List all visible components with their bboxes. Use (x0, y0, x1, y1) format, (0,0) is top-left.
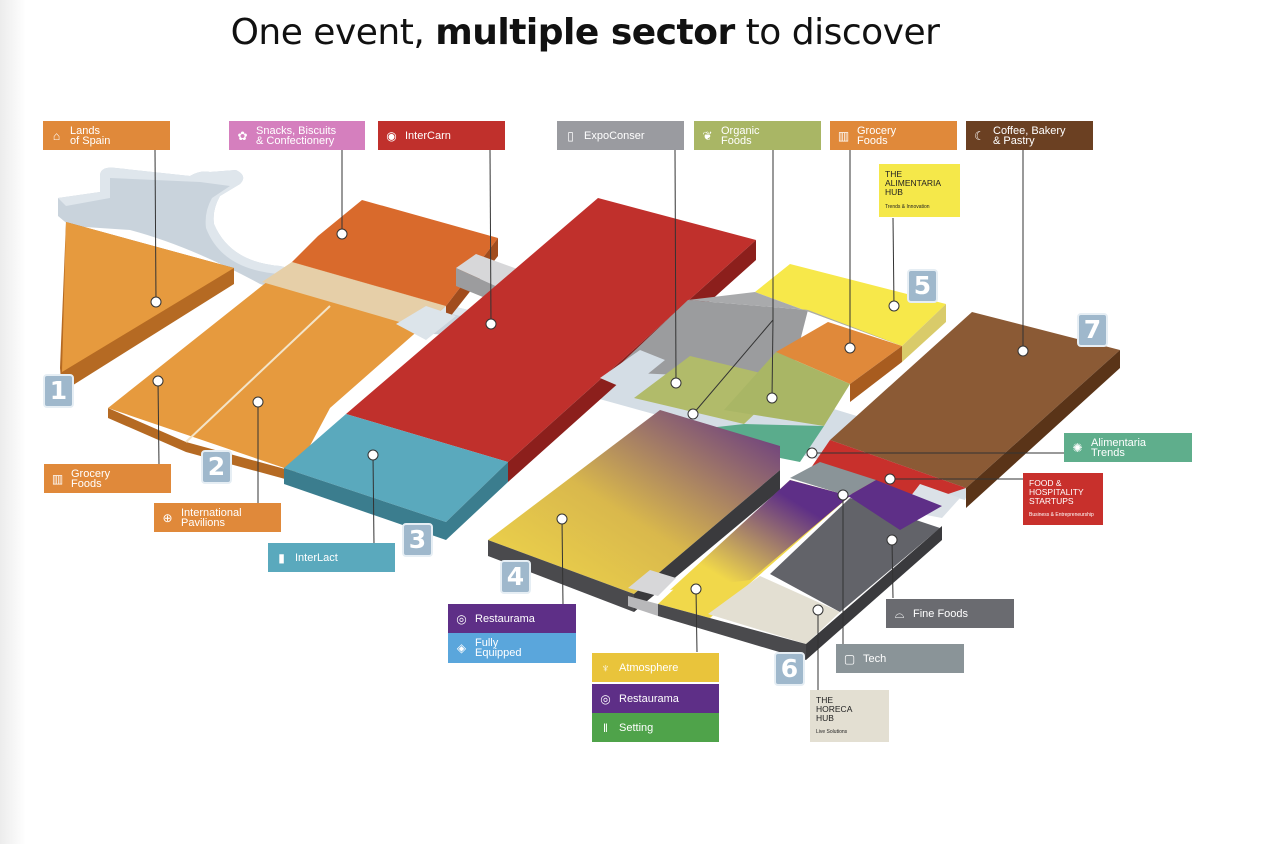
hall-badge-3: 3 (402, 523, 433, 557)
page-heading: One event, multiple sector to discover (0, 12, 1170, 53)
sector-organic-foods[interactable]: ❦ Organic Foods (694, 121, 821, 150)
sector-coffee-bakery[interactable]: ☾ Coffee, Bakery & Pastry (966, 121, 1093, 150)
croissant-icon: ☾ (974, 128, 985, 143)
card-food-hospitality-startups[interactable]: Food & Hospitality Startups Business & E… (1023, 473, 1103, 525)
sector-label: Coffee, Bakery & Pastry (993, 124, 1066, 147)
card-subtitle: Live Solutions (816, 729, 848, 735)
leaf-icon: ❦ (702, 128, 713, 143)
jar-icon: ▥ (51, 471, 64, 486)
card-subtitle: Trends & Innovation (885, 204, 930, 210)
card-subtitle: Business & Entrepreneurship (1029, 512, 1094, 518)
sector-label: Alimentaria Trends (1091, 436, 1147, 459)
sector-setting[interactable]: ǁ Setting (592, 713, 719, 742)
sector-expoconser[interactable]: ▯ ExpoConser (557, 121, 684, 150)
sector-label: International Pavilions (181, 506, 242, 529)
hall-badge-4: 4 (500, 560, 531, 594)
card-alimentaria-hub[interactable]: The Alimentaria Hub Trends & Innovation (879, 164, 960, 217)
cookie-icon: ✿ (237, 128, 248, 143)
sector-fine-foods[interactable]: ⌓ Fine Foods (886, 599, 1014, 628)
sector-label: InterCarn (405, 129, 451, 142)
sector-alimentaria-trends[interactable]: ✺ Alimentaria Trends (1064, 433, 1192, 462)
hall-6-block (628, 462, 942, 660)
card-title: The Alimentaria Hub (885, 169, 942, 197)
lamp-icon: ♆ (601, 660, 610, 675)
can-icon: ▯ (567, 128, 574, 143)
spain-map-icon: ⌂ (52, 128, 61, 143)
heading-prefix: One event, (230, 12, 436, 53)
card-title: Food & Hospitality Startups (1029, 478, 1084, 506)
sector-label: Fully Equipped (475, 637, 522, 659)
sector-atmosphere[interactable]: ♆ Atmosphere (592, 653, 719, 682)
cutlery-icon: ǁ (603, 720, 608, 735)
sector-interlact[interactable]: ▮ InterLact (268, 543, 395, 572)
connector-lines (154, 149, 1064, 691)
sunburst-icon: ✺ (1072, 440, 1083, 455)
plate-icon: ◎ (456, 611, 467, 626)
sector-intercarn[interactable]: ◉ InterCarn (378, 121, 505, 150)
hall-badge-5: 5 (907, 269, 938, 303)
sector-label: Restaurama (475, 612, 535, 625)
sector-restaurama-hall4[interactable]: ◎ Restaurama (448, 604, 576, 633)
sector-label: InterLact (295, 551, 338, 564)
heading-suffix: to discover (734, 12, 940, 53)
page-edge-shade (0, 0, 26, 844)
hall-2-block (108, 200, 520, 482)
sector-fully-equipped[interactable]: ◈ Fully Equipped (448, 633, 576, 663)
sector-label: Grocery Foods (857, 124, 897, 147)
milk-icon: ▮ (278, 550, 285, 565)
hall-badge-1: 1 (43, 374, 74, 408)
sector-label: Restaurama (619, 692, 679, 705)
hall-badge-7: 7 (1077, 313, 1108, 347)
hall-3-interlact (284, 414, 508, 540)
sector-label: Setting (619, 721, 654, 734)
sector-label: Organic Foods (721, 124, 760, 147)
plate-icon: ◎ (600, 691, 611, 706)
heading-emphasis: multiple sector (435, 12, 735, 53)
globe-icon: ⊕ (162, 510, 173, 525)
hall-1-lands-of-spain (60, 222, 234, 392)
sector-label: Atmosphere (619, 661, 679, 674)
sector-grocery-foods-top[interactable]: ▥ Grocery Foods (830, 121, 957, 150)
sector-restaurama-hall6[interactable]: ◎ Restaurama (592, 684, 719, 713)
connector-dots (150, 228, 1029, 616)
phone-icon: ▢ (843, 651, 856, 666)
card-horeca-hub[interactable]: The Horeca Hub Live Solutions (810, 690, 889, 742)
jar-icon: ▥ (837, 128, 850, 143)
hall-7-coffee-bakery (804, 312, 1120, 518)
sector-grocery-foods-left[interactable]: ▥ Grocery Foods (44, 464, 171, 493)
sector-label: ExpoConser (584, 129, 645, 142)
hall-badge-6: 6 (774, 652, 805, 686)
sector-label: Grocery Foods (71, 467, 111, 490)
sector-lands-of-spain[interactable]: ⌂ Lands of Spain (43, 121, 170, 150)
cloche-icon: ⌓ (894, 606, 905, 621)
sector-label: Lands of Spain (70, 124, 111, 147)
sector-tech[interactable]: ▢ Tech (836, 644, 964, 673)
sector-label: Tech (863, 652, 887, 665)
sector-label: Snacks, Biscuits & Confectionery (256, 124, 337, 147)
steak-icon: ◉ (386, 128, 397, 143)
eye-icon: ◈ (456, 641, 467, 655)
hall-badge-2: 2 (201, 450, 232, 484)
card-title: The Horeca Hub (816, 695, 853, 723)
sector-snacks-biscuits[interactable]: ✿ Snacks, Biscuits & Confectionery (229, 121, 365, 150)
sector-label: Fine Foods (913, 607, 969, 620)
sector-international-pavilions[interactable]: ⊕ International Pavilions (154, 503, 281, 532)
